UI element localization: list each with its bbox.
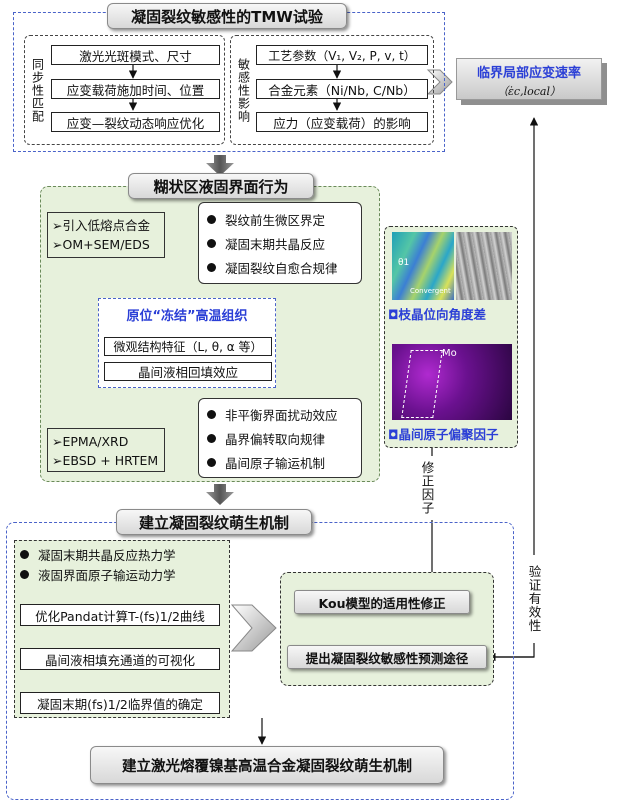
sensitivity-item-2: 合金元素（Ni/Nb, C/Nb） (256, 79, 428, 99)
correction-factor-label: 修正因子 (418, 456, 436, 520)
bullet-bottom-3: 晶间原子输运机制 (207, 450, 361, 474)
sensitivity-item-1: 工艺参数（V₁, V₂, P, v, t） (256, 45, 428, 65)
bullet-top-2: 凝固末期共晶反应 (207, 231, 361, 255)
eds-label-mo: Mo (442, 348, 457, 359)
sync-vertical-label: 同步性匹配 (30, 57, 45, 123)
mechanism-bullets: 凝固末期共晶反应热力学 液固界面原子输运动力学 (20, 544, 224, 584)
methods-bottom-box: ➢EPMA/XRD ➢EBSD + HRTEM (47, 428, 165, 472)
insitu-freeze-title: 原位“冻结”高温组织 (126, 308, 248, 324)
sync-group (24, 35, 225, 145)
critical-strain-rate-box: 临界局部应变速率 （ε̇c,local） (456, 58, 602, 100)
method-top-1: ➢引入低熔点合金 (52, 218, 150, 233)
methods-top-box: ➢引入低熔点合金 ➢OM+SEM/EDS (47, 212, 165, 258)
ebsd-image: θ1 Convergent (392, 232, 454, 300)
bullet-top-1: 裂纹前生微区界定 (207, 207, 361, 231)
insitu-item-1: 微观结构特征（L, θ, α 等） (104, 337, 272, 356)
down-arrow-2 (206, 484, 234, 505)
prediction-box: 提出凝固裂纹敏感性预测途径 (287, 645, 487, 669)
ebsd-label-theta: θ1 (398, 258, 410, 268)
critical-strain-rate-title: 临界局部应变速率 (476, 66, 581, 81)
chain-item-2: 晶间液相填充通道的可视化 (20, 648, 220, 670)
sensitivity-group (230, 35, 434, 145)
segregation-factor-caption: ◘晶间原子偏聚因子 (388, 426, 499, 442)
chevron-arrow-1 (426, 69, 453, 95)
chevron-arrow-3 (230, 604, 277, 652)
bullet-bottom-2: 晶界偏转取向规律 (207, 426, 361, 450)
method-top-2: ➢OM+SEM/EDS (52, 237, 150, 252)
dendrite-angle-caption: ◘枝晶位向角度差 (388, 306, 487, 322)
mechanism-left-group (14, 540, 230, 718)
mechanism-bullet-1: 凝固末期共晶反应热力学 (20, 544, 224, 564)
eds-mo-map: Mo (392, 344, 512, 420)
final-mechanism-box: 建立激光熔覆镍基高温合金凝固裂纹萌生机制 (90, 746, 444, 784)
sync-item-2: 应变载荷施加时间、位置 (51, 79, 220, 99)
sync-item-1: 激光光斑模式、尺寸 (51, 45, 220, 65)
section-title-mechanism: 建立凝固裂纹萌生机制 (116, 509, 312, 535)
ebsd-label-convergent: Convergent (410, 287, 451, 295)
section-title-mushy: 糊状区液固界面行为 (128, 173, 314, 199)
bullet-top-3: 凝固裂纹自愈合规律 (207, 255, 361, 279)
method-bottom-2: ➢EBSD + HRTEM (52, 453, 159, 468)
sync-item-3: 应变—裂纹动态响应优化 (51, 112, 220, 132)
section-title-tmw: 凝固裂纹敏感性的TMW试验 (107, 3, 347, 29)
bullets-bottom-box: 非平衡界面扰动效应 晶界偏转取向规律 晶间原子输运机制 (198, 398, 362, 478)
critical-strain-rate-formula: （ε̇c,local） (497, 85, 561, 98)
method-bottom-1: ➢EPMA/XRD (52, 434, 129, 449)
sensitivity-vertical-label: 敏感性影响 (236, 57, 251, 123)
sem-image (456, 232, 512, 300)
chain-item-1: 优化Pandat计算T-(fs)1/2曲线 (20, 604, 220, 626)
insitu-item-2: 晶间液相回填效应 (104, 362, 272, 381)
down-arrow-1 (206, 155, 234, 176)
bullet-bottom-1: 非平衡界面扰动效应 (207, 402, 361, 426)
sensitivity-item-3: 应力（应变载荷）的影响 (256, 112, 428, 132)
eds-dashed-rect (401, 350, 443, 418)
bullets-top-box: 裂纹前生微区界定 凝固末期共晶反应 凝固裂纹自愈合规律 (198, 202, 362, 284)
chain-item-3: 凝固末期(fs)1/2临界值的确定 (20, 692, 220, 714)
validate-label: 验证有效性 (524, 555, 544, 643)
kou-model-box: Kou模型的适用性修正 (294, 590, 470, 614)
mechanism-bullet-2: 液固界面原子输运动力学 (20, 564, 224, 584)
